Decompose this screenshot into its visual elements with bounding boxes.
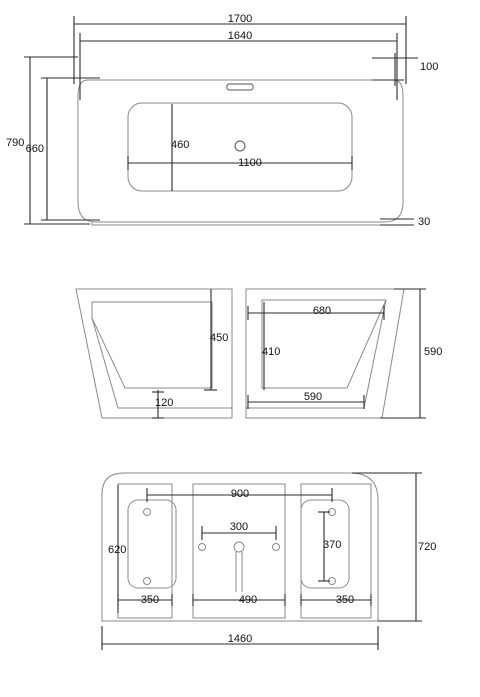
dim-top-width: 680 [313,305,331,317]
dim-inner-length: 1640 [228,30,252,42]
dim-center-width: 490 [239,594,257,606]
mount-hole [198,543,206,551]
dim-overall-height: 590 [424,346,442,358]
dim-drain-height: 120 [155,397,173,409]
tub-outline [77,79,404,223]
dim-overall-length: 1700 [228,13,252,25]
dim-base-thickness: 30 [418,216,430,228]
top-view: 1700 1640 100 790 660 460 1100 30 [6,13,438,228]
dim-overall-depth: 720 [418,541,436,553]
left-section-inner [91,301,213,389]
dim-basin-length: 1100 [238,157,262,169]
mount-hole [272,543,280,551]
base-view: 900 620 300 370 720 350 490 350 [101,472,436,650]
dim-inner-width: 660 [26,143,44,155]
right-section-inner [261,299,387,389]
dim-water-depth: 410 [262,346,280,358]
drain-hole [234,140,246,152]
mount-hole [143,577,151,585]
dim-right-foot-width: 350 [336,594,354,606]
basin-outline [127,102,353,192]
dim-overall-length-base: 1460 [228,633,252,645]
dim-center-holes: 300 [230,521,248,533]
dim-overall-width: 790 [6,137,24,149]
dim-left-foot-width: 350 [141,594,159,606]
side-view: 450 120 680 410 590 590 [75,288,442,419]
drain-pipe-icon [233,541,245,553]
center-panel [192,483,286,619]
dim-inner-depth: 450 [210,332,228,344]
dim-basin-width: 460 [171,139,189,151]
overflow-slot [226,83,254,91]
dim-side-holes: 370 [323,539,341,551]
dim-rim-width: 100 [420,61,438,73]
left-section-outline [75,288,233,419]
dim-bottom-width: 590 [304,391,322,403]
tub-base-line [91,222,392,226]
dim-foot-span: 900 [231,488,249,500]
mount-hole [143,508,151,516]
dim-foot-height: 620 [108,544,126,556]
